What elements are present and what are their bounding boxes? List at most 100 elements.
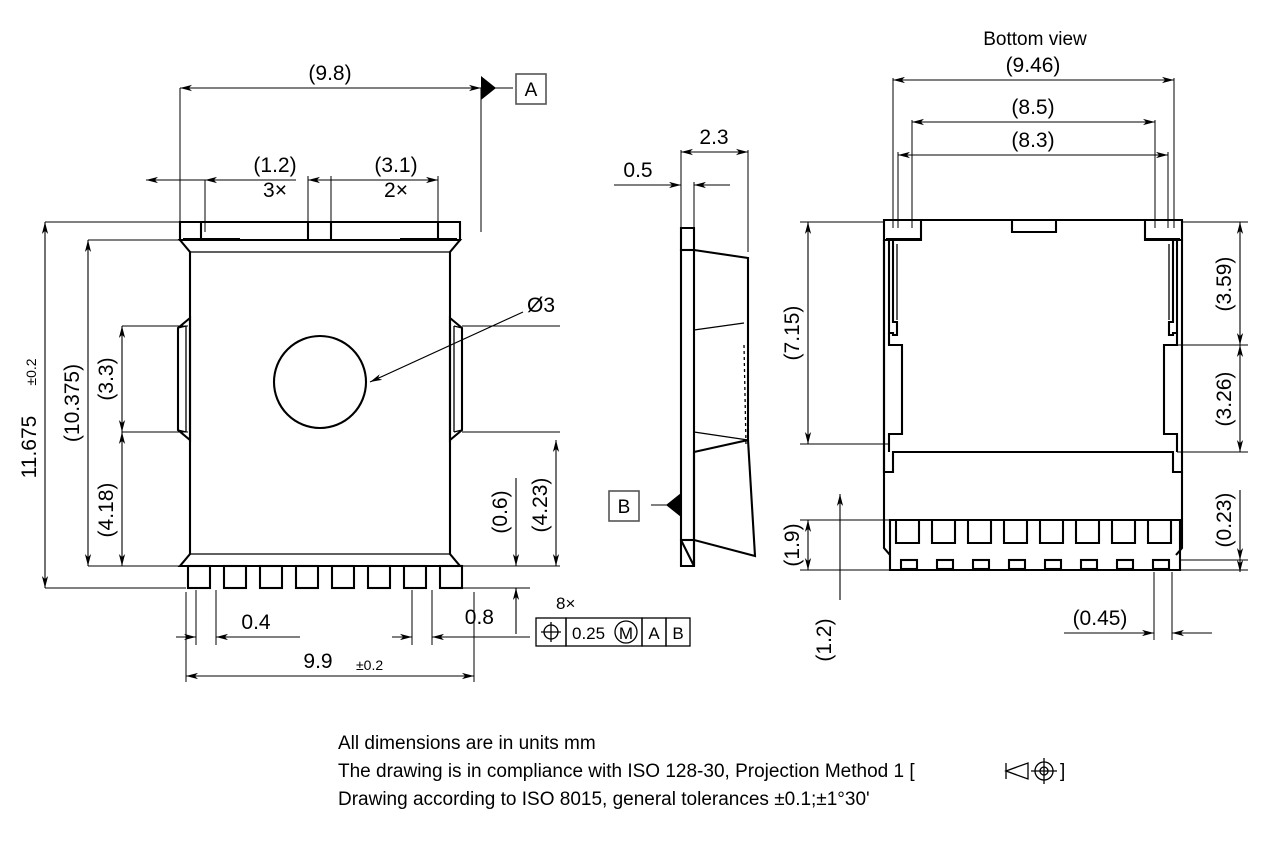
datum-b-triangle [666, 493, 681, 517]
dim-bottom-width-inner-label: (8.3) [1011, 129, 1054, 152]
gdt-count-label: 8× [556, 594, 575, 613]
bottom-inner-contour [887, 240, 899, 337]
bottom-top-flange [882, 218, 1184, 242]
front-body-inner [190, 251, 450, 555]
dim-front-hole: Ø3 [369, 294, 555, 383]
bottom-right-tail [1175, 472, 1184, 556]
bottom-pad [1079, 558, 1099, 571]
dim-front-hole-label: Ø3 [527, 294, 555, 317]
bottom-inner-contour-right [1167, 240, 1179, 337]
front-pin [222, 564, 248, 590]
gdt-mmc-circle [614, 620, 638, 644]
bottom-left-tail [882, 472, 891, 556]
dim-front-right-423: (4.23) [529, 440, 560, 566]
front-top-flange [178, 220, 462, 242]
front-pins [186, 564, 464, 590]
dim-bottom-lower-right-label: (3.26) [1213, 372, 1236, 427]
bottom-pin-tooth [966, 520, 993, 545]
front-left-tab-inner [177, 325, 187, 433]
drawing-notes: All dimensions are in units mm The drawi… [338, 733, 1065, 810]
dim-front-tab-lower: (4.18) [95, 432, 126, 566]
bottom-pad [1115, 558, 1135, 571]
dim-bottom-pad-pitch: (0.45) [1064, 607, 1212, 637]
side-view: 2.3 0.5 B [608, 126, 757, 568]
front-pin [186, 564, 212, 590]
gdt-frame-group: 8× 0.25 M A B [535, 594, 691, 647]
front-pin [402, 564, 428, 590]
note-line-1: All dimensions are in units mm [338, 733, 596, 754]
bottom-pad [1151, 558, 1171, 571]
note-line-2-pre: The drawing is in compliance with ISO 12… [338, 761, 915, 782]
dim-front-right-423-label: (4.23) [529, 478, 552, 533]
datum-b-label: B [618, 497, 631, 518]
dim-front-height-total-label: 11.675 [18, 416, 41, 479]
bottom-pin-teeth [894, 520, 1173, 545]
dim-side-lead-thickness: 0.5 [614, 159, 730, 189]
bottom-pin-tooth [1146, 520, 1173, 545]
dim-front-tab-lower-label: (4.18) [95, 483, 118, 538]
gdt-datum-secondary-label: B [672, 624, 683, 643]
bottom-pin-block [888, 518, 1182, 572]
bottom-pin-tooth [1074, 520, 1101, 545]
datum-a-label: A [525, 80, 538, 101]
front-center-hole [272, 334, 368, 430]
front-right-tab [448, 315, 464, 443]
side-body-taper-lower [692, 439, 757, 558]
dim-bottom-upper-right-label: (3.59) [1213, 257, 1236, 312]
gdt-modifier-label: M [619, 624, 633, 643]
dim-front-height-total: 11.675 ±0.2 [18, 222, 49, 588]
front-view: (9.8) A (1.2) 3× (3.1) 2× 11.675 ±0.2 [18, 62, 691, 682]
front-left-tab [176, 315, 192, 443]
dim-bottom-width-mid: (8.5) [912, 96, 1155, 126]
dim-bottom-lower-right: (3.26) [1213, 345, 1244, 452]
dim-bottom-gap-12: (1.2) [813, 494, 844, 662]
datum-a-box [515, 73, 547, 105]
dim-front-height-body: (10.375) [61, 240, 92, 566]
dim-front-right-06-label: (0.6) [489, 490, 512, 533]
dim-front-width-overall: (9.8) [180, 62, 481, 92]
gdt-tolerance-label: 0.25 [572, 624, 605, 643]
side-break-lower [693, 431, 749, 441]
bottom-view: Bottom view [781, 29, 1248, 662]
dim-front-width-bottom: 9.9 ±0.2 [186, 650, 474, 680]
bottom-pin-tooth [894, 520, 921, 545]
dim-front-pin-offset-label: 0.8 [465, 606, 494, 629]
dim-front-width-bottom-tol: ±0.2 [356, 657, 383, 673]
dim-bottom-height-left-label: (7.15) [781, 306, 804, 361]
front-pin [258, 564, 284, 590]
bottom-pads [899, 558, 1171, 571]
dim-side-lead-thickness-label: 0.5 [623, 159, 652, 182]
datum-a-front: A [481, 73, 547, 105]
side-lead-top [679, 226, 696, 252]
bottom-mid-step-right [1162, 333, 1179, 452]
dim-front-height-body-label: (10.375) [61, 364, 84, 442]
dim-side-thickness: 2.3 [681, 126, 748, 156]
bottom-view-title: Bottom view [983, 29, 1087, 50]
note-line-3: Drawing according to ISO 8015, general t… [338, 789, 870, 810]
side-hidden-edge [743, 344, 747, 446]
dim-bottom-height-left: (7.15) [781, 222, 812, 444]
dim-front-notch-1-count: 3× [263, 179, 287, 202]
bottom-pad [899, 558, 919, 571]
bottom-pad [1007, 558, 1027, 571]
dim-bottom-pad-pitch-label: (0.45) [1073, 607, 1128, 630]
bottom-body-outline [882, 240, 1184, 474]
note-line-2-post: ] [1060, 761, 1065, 782]
dim-bottom-pad-height: (0.23) [1213, 490, 1244, 572]
bottom-mid-step [887, 333, 904, 452]
front-pin [438, 564, 464, 590]
dim-front-notch-2-label: (3.1) [374, 154, 417, 177]
side-body-right [693, 248, 750, 454]
dim-front-tab-height-label: (3.3) [95, 357, 118, 400]
dim-bottom-width-overall: (9.46) [893, 54, 1174, 84]
dim-front-pin-pitch-label: 0.4 [241, 611, 271, 634]
datum-b-box [608, 490, 640, 522]
dim-front-height-total-tol: ±0.2 [23, 358, 39, 385]
dim-bottom-gap-19: (1.9) [781, 520, 812, 570]
position-icon [541, 622, 561, 642]
bottom-extension-lines [800, 78, 1248, 640]
dim-front-notch-2-count: 2× [384, 179, 408, 202]
dim-front-right-06: (0.6) [489, 478, 520, 566]
